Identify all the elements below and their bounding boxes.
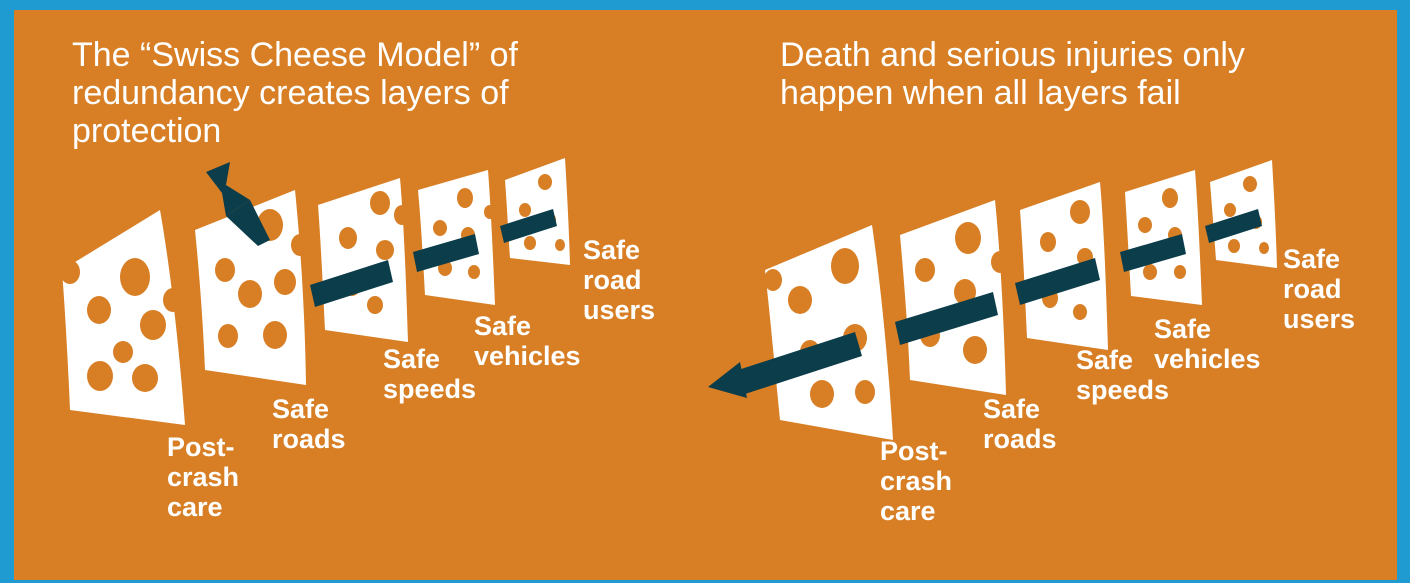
right-label-post-crash-care: Post- crash care [880,436,953,526]
left-cheese-model [60,158,570,425]
left-blocked-arrow [206,162,557,307]
left-cheese-slice-safe-speeds [318,178,410,342]
right-headline: Death and serious injuries only happen w… [780,36,1245,112]
right-cheese-slice-safe-speeds [1020,182,1108,350]
left-cheese-slice-post-crash-care [60,210,185,425]
left-label-safe-roads: Safe roads [272,394,346,454]
left-cheese-slice-safe-roads [195,190,309,385]
left-label-safe-speeds: Safe speeds [383,344,477,404]
left-label-post-crash-care: Post- crash care [167,432,240,522]
right-cheese-slice-safe-roads [900,200,1009,395]
left-cheese-slice-safe-vehicles [418,170,496,305]
right-label-safe-roads: Safe roads [983,394,1057,454]
left-headline: The “Swiss Cheese Model” of redundancy c… [72,36,518,150]
left-label-safe-vehicles: Safe vehicles [474,311,581,371]
right-through-arrow [708,209,1262,398]
right-label-safe-road-users: Safe road users [1283,244,1356,334]
right-cheese-slice-safe-vehicles [1125,170,1202,305]
right-cheese-slice-post-crash-care [764,225,893,440]
right-label-safe-vehicles: Safe vehicles [1154,314,1261,374]
left-cheese-slice-safe-road-users [505,158,570,265]
right-cheese-model [708,160,1277,440]
left-label-safe-road-users: Safe road users [583,235,656,325]
right-label-safe-speeds: Safe speeds [1076,345,1170,405]
